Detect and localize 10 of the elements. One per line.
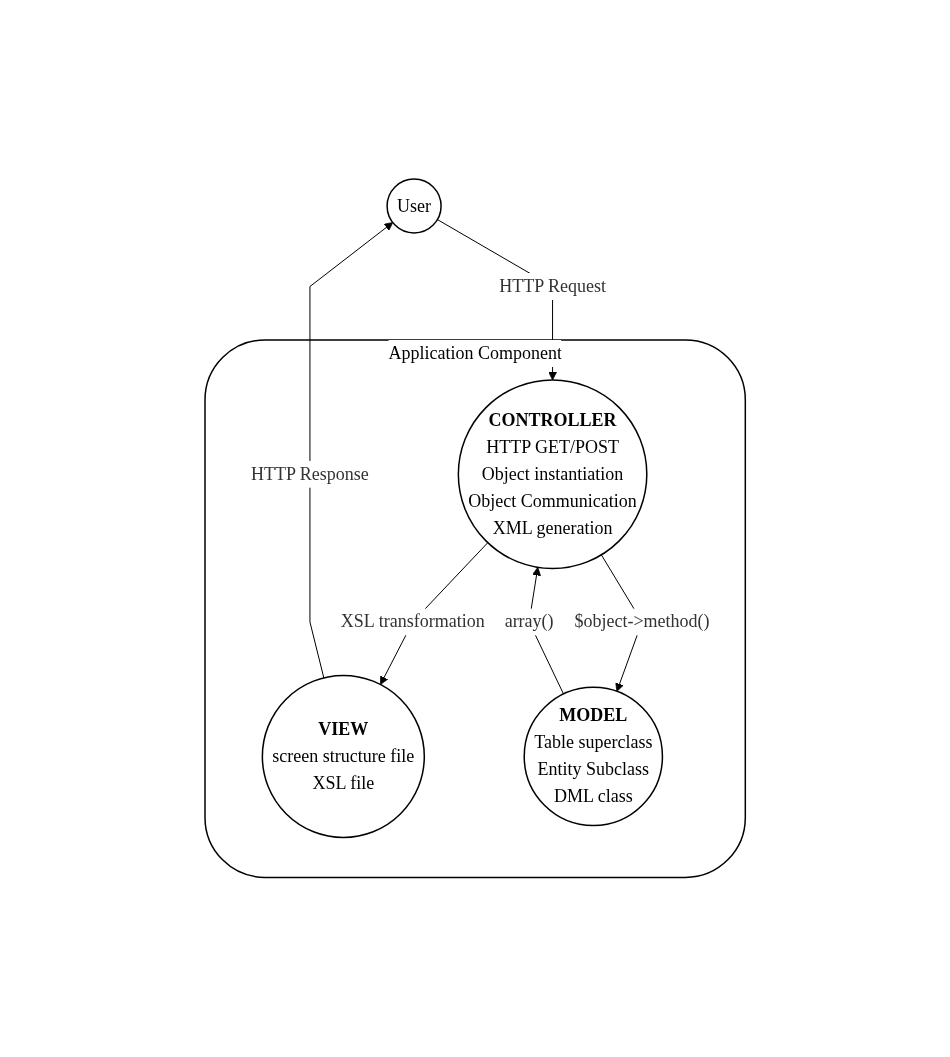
node-circle: User [386, 178, 442, 235]
edge-label: $object->method() [574, 611, 710, 632]
node-circle: MODEL Table superclass Entity Subclass DML class [523, 686, 663, 827]
node-circle: VIEW screen structure file XSL file [261, 675, 425, 839]
edge-label: HTTP Response [250, 464, 369, 485]
edge-label: XSL transformation [340, 611, 485, 632]
arrow [309, 222, 393, 679]
node-circle: CONTROLLER HTTP GET/POST Object instantiation Object Communication XML generation [457, 379, 648, 570]
edge-label: array() [504, 611, 554, 632]
edge-label: HTTP Request [499, 276, 606, 297]
